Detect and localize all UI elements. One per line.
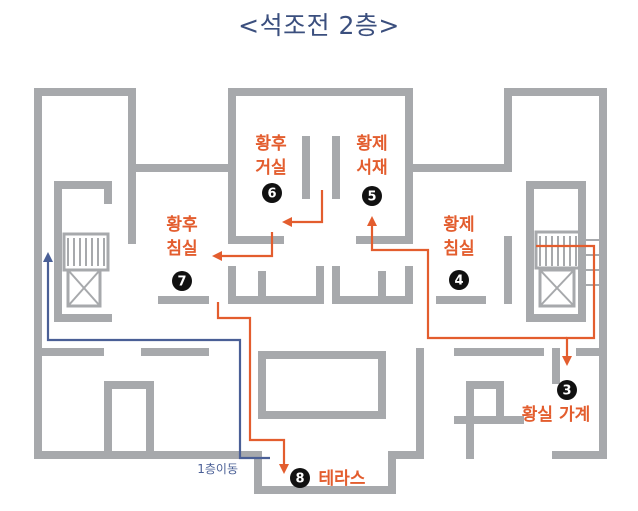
- room-number-badge: [449, 270, 469, 290]
- room-number: 3: [562, 384, 571, 399]
- room-number: 4: [454, 274, 463, 289]
- right-staircase: [534, 230, 604, 308]
- room-terrace: 8 테라스: [290, 468, 366, 489]
- room-number-badge: [172, 271, 192, 291]
- room-label-line: 서재: [356, 158, 387, 178]
- room-label-line: 테라스: [319, 469, 366, 489]
- route-orange: [212, 190, 596, 474]
- room-emperor-study: 황제 서재 5: [356, 134, 388, 206]
- walls: [34, 88, 607, 494]
- route-blue: [43, 252, 270, 460]
- room-queen-living: 황후 거실 6: [255, 133, 287, 203]
- room-number: 7: [177, 275, 186, 290]
- room-label-line: 황제: [443, 215, 474, 235]
- room-label-line: 거실: [255, 158, 286, 178]
- room-label-line: 침실: [443, 238, 474, 259]
- page-title: <석조전 2층>: [238, 11, 400, 40]
- room-number-badge: [557, 380, 577, 400]
- left-staircase: [62, 232, 110, 308]
- room-number: 6: [267, 187, 276, 202]
- room-label-line: 황후: [255, 133, 287, 154]
- room-imperial-family: 3 황실 가계: [522, 380, 590, 425]
- room-label-line: 황제: [356, 134, 387, 154]
- room-label-line: 황후: [166, 214, 198, 235]
- room-emperor-bedroom: 황제 침실 4: [443, 215, 475, 290]
- room-number: 5: [367, 190, 376, 205]
- room-number-badge: [262, 183, 282, 203]
- room-label-line: 황실 가계: [522, 405, 590, 425]
- room-label-line: 침실: [166, 238, 197, 259]
- room-number: 8: [295, 472, 304, 487]
- room-number-badge: [362, 186, 382, 206]
- room-queen-bedroom: 황후 침실 7: [166, 214, 198, 291]
- room-number-badge: [290, 468, 310, 488]
- stair-down-label: 1층이동: [197, 462, 238, 476]
